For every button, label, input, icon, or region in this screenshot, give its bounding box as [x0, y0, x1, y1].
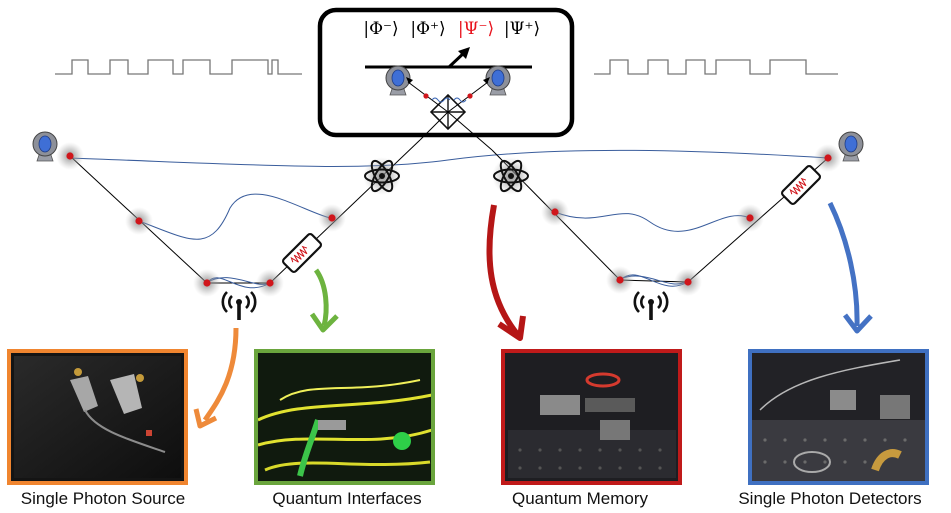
bell-state-measurement-box	[317, 7, 575, 138]
fiber-link	[69, 149, 829, 167]
antenna-icon	[221, 290, 257, 322]
panel-quantum-interfaces	[254, 349, 435, 485]
bell-state-phi-minus: |Φ⁻⟩	[363, 19, 398, 39]
fiber-loops	[138, 193, 751, 289]
node	[125, 207, 153, 235]
arrow-to-single-photon-detectors	[827, 201, 860, 327]
node	[736, 204, 764, 232]
detector-icon	[32, 131, 58, 162]
svg-text:|Ψ⁻⟩: |Ψ⁻⟩	[458, 19, 494, 39]
bell-state-psi-plus: |Ψ⁺⟩	[504, 19, 540, 39]
panel-quantum-memory	[501, 349, 682, 485]
detector-icon	[838, 131, 864, 162]
right-node-links	[447, 111, 829, 283]
frequency-converter-icon	[779, 163, 823, 207]
arrowhead	[193, 408, 218, 429]
frequency-converter-icon	[280, 231, 324, 275]
panel-single-photon-source	[7, 349, 188, 485]
node	[814, 144, 842, 172]
caption-quantum-interfaces: Quantum Interfaces	[272, 489, 422, 508]
pulse-train-right	[594, 59, 838, 75]
caption-single-photon-detectors: Single Photon Detectors	[738, 489, 922, 508]
bell-state-phi-plus: |Φ⁺⟩	[410, 19, 445, 39]
svg-text:|Φ⁺⟩: |Φ⁺⟩	[410, 19, 445, 39]
bell-state-psi-minus: |Ψ⁻⟩	[458, 19, 494, 39]
arrow-to-quantum-memory	[486, 204, 520, 336]
node	[256, 269, 284, 297]
node	[606, 266, 634, 294]
node	[56, 142, 84, 170]
arrowhead	[843, 313, 873, 334]
node	[674, 268, 702, 296]
measurement-pointer-head	[458, 47, 470, 59]
atom-icon	[362, 156, 402, 196]
panel-single-photon-detectors	[748, 349, 929, 485]
arrowhead	[497, 315, 526, 341]
node	[318, 204, 346, 232]
left-node-links	[69, 111, 449, 284]
arrow-to-quantum-interfaces	[313, 268, 329, 327]
node	[541, 198, 569, 226]
svg-text:|Ψ⁺⟩: |Ψ⁺⟩	[504, 19, 540, 39]
svg-text:|Φ⁻⟩: |Φ⁻⟩	[363, 19, 398, 39]
node	[193, 269, 221, 297]
arrowhead	[309, 312, 339, 333]
antenna-icon	[633, 290, 669, 322]
caption-quantum-memory: Quantum Memory	[511, 489, 649, 508]
pulse-train-left	[55, 59, 302, 75]
atom-icon	[491, 156, 531, 196]
caption-single-photon-source: Single Photon Source	[20, 489, 186, 508]
arrow-to-single-photon-source	[202, 327, 239, 422]
